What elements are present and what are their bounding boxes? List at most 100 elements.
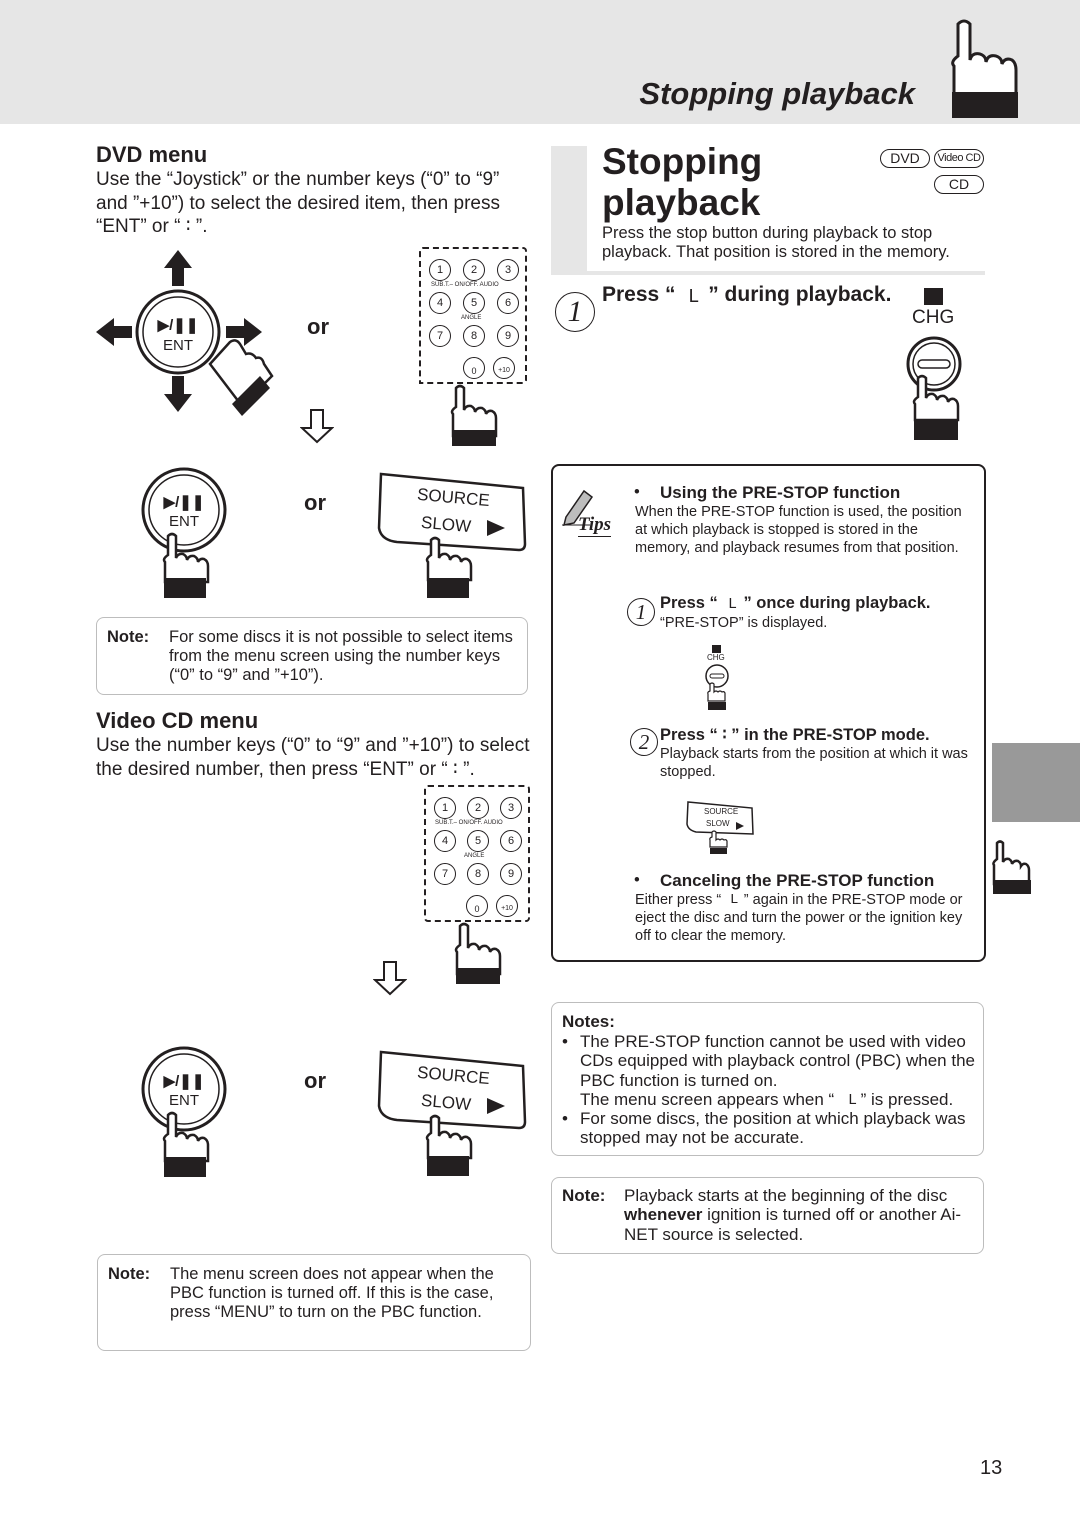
key-plus10[interactable]: +10: [496, 895, 518, 917]
number-keypad: 1 2 3 SUB.T.– ON/OFF. AUDIO 4 5 6 ANGLE …: [424, 785, 530, 922]
key-7[interactable]: 7: [434, 863, 456, 885]
cd-badge: CD: [934, 175, 984, 194]
key-4[interactable]: 4: [434, 830, 456, 852]
key-9[interactable]: 9: [500, 863, 522, 885]
notes-item: For some discs, the position at which pl…: [580, 1109, 966, 1148]
angle-label: ANGLE: [464, 853, 485, 859]
source-label: SOURCE: [704, 807, 739, 816]
svg-text:▶/❚❚: ▶/❚❚: [163, 1073, 205, 1090]
bullet: •: [634, 871, 640, 889]
stop-icon: [712, 645, 721, 653]
hand-press-icon: [992, 840, 1031, 894]
source-slow-button[interactable]: SOURCE SLOW: [377, 470, 527, 598]
key-5[interactable]: 5: [463, 292, 485, 314]
key-6[interactable]: 6: [500, 830, 522, 852]
tip-step2-heading: Press “ ∶ ” in the PRE-STOP mode.: [660, 726, 930, 744]
source-slow-shape: [686, 801, 754, 854]
key-4[interactable]: 4: [429, 292, 451, 314]
notes-item: The menu screen appears when “ ” is pres…: [580, 1090, 954, 1109]
angle-label: ANGLE: [461, 315, 482, 321]
step-number: 2: [630, 728, 658, 756]
number-keypad: 1 2 3 SUB.T.– ON/OFF. AUDIO 4 5 6 ANGLE …: [419, 247, 527, 384]
keypad-row1-label: SUB.T.– ON/OFF. AUDIO: [435, 820, 503, 826]
tip2-heading: Canceling the PRE-STOP function: [660, 871, 935, 890]
page-header: [0, 0, 1080, 124]
dvd-menu-heading: DVD menu: [96, 142, 208, 167]
bullet: •: [562, 1032, 568, 1051]
or-label: or: [304, 1068, 326, 1093]
note-label: Note:: [108, 1265, 151, 1283]
down-arrow-icon: [300, 409, 334, 444]
tip-step2-text: Playback starts from the position at whi…: [660, 746, 968, 780]
chg-label: CHG: [707, 653, 725, 662]
ent-button-icon: ▶/❚❚ ENT: [141, 1046, 227, 1177]
stop-icon: [924, 288, 943, 305]
dvd-badge: DVD: [880, 149, 930, 168]
step-number: 1: [555, 292, 595, 332]
key-9[interactable]: 9: [497, 325, 519, 347]
chg-label: CHG: [912, 307, 955, 328]
source-slow-button: SOURCE SLOW: [686, 800, 754, 854]
step-number: 1: [627, 598, 655, 626]
down-arrow-icon: [373, 961, 407, 996]
tip1-heading: Using the PRE-STOP function: [660, 483, 901, 502]
video-cd-menu-text: Use the number keys (“0” to “9” and ”+10…: [96, 735, 530, 780]
key-0[interactable]: 0: [463, 357, 485, 379]
key-7[interactable]: 7: [429, 325, 451, 347]
tip1-text: When the PRE-STOP function is used, the …: [635, 504, 962, 556]
slow-label: SLOW: [420, 1090, 472, 1115]
hand-press-icon: [450, 384, 498, 446]
dvd-menu-text: Use the “Joystick” or the number keys (“…: [96, 169, 500, 237]
note-box: Note: The menu screen does not appear wh…: [97, 1254, 531, 1351]
or-label: or: [307, 314, 329, 339]
notes-box: Notes: • The PRE-STOP function cannot be…: [551, 1002, 984, 1156]
hand-press-icon: [951, 19, 1018, 118]
note-text-part: ignition is turned off or another Ai-NET…: [624, 1205, 962, 1244]
note-text-part: Playback starts at the beginning of the …: [624, 1186, 948, 1205]
key-2[interactable]: 2: [463, 259, 485, 281]
bullet: •: [634, 483, 640, 501]
svg-text:ENT: ENT: [169, 1092, 199, 1109]
svg-text:▶/❚❚: ▶/❚❚: [157, 317, 199, 334]
title-bar-accent: [551, 146, 587, 274]
key-3[interactable]: 3: [497, 259, 519, 281]
note-box: Note: Playback starts at the beginning o…: [551, 1177, 984, 1254]
section-title-line1: Stopping: [602, 141, 763, 182]
intro-text: Press the stop button during playback to…: [602, 224, 950, 261]
video-cd-badge: Video CD: [934, 149, 984, 168]
key-1[interactable]: 1: [434, 797, 456, 819]
section-title-line2: playback: [602, 182, 761, 223]
key-8[interactable]: 8: [463, 325, 485, 347]
key-0[interactable]: 0: [466, 895, 488, 917]
note-box: Note: For some discs it is not possible …: [96, 617, 528, 695]
key-1[interactable]: 1: [429, 259, 451, 281]
pencil-icon: [562, 489, 594, 526]
tip-step1-text: “PRE-STOP” is displayed.: [660, 615, 828, 631]
hand-press-icon: [454, 922, 502, 984]
chg-button-icon: [705, 664, 729, 710]
note-label: Note:: [562, 1186, 606, 1205]
key-5[interactable]: 5: [467, 830, 489, 852]
title-underline: [551, 271, 985, 275]
notes-item: The PRE-STOP function cannot be used wit…: [580, 1032, 975, 1090]
key-3[interactable]: 3: [500, 797, 522, 819]
chg-button-icon[interactable]: [904, 336, 966, 444]
or-label: or: [304, 490, 326, 515]
key-plus10[interactable]: +10: [493, 357, 515, 379]
note-label: Note:: [107, 628, 150, 646]
tip-step1-heading: Press “ ” once during playback.: [660, 594, 931, 612]
key-8[interactable]: 8: [467, 863, 489, 885]
note-text-bold: whenever: [624, 1205, 703, 1225]
step1-text: Press “ ” during playback.: [602, 283, 892, 306]
side-tab: [992, 743, 1080, 822]
stop-glyph: L: [728, 596, 738, 613]
tips-label: Tips: [578, 514, 612, 537]
svg-text:▶/❚❚: ▶/❚❚: [163, 494, 205, 511]
key-6[interactable]: 6: [497, 292, 519, 314]
svg-text:ENT: ENT: [163, 337, 193, 354]
note-text: Playback starts at the beginning of the …: [624, 1186, 974, 1244]
key-2[interactable]: 2: [467, 797, 489, 819]
header-title: Stopping playback: [639, 76, 915, 111]
source-slow-button[interactable]: SOURCE SLOW: [377, 1048, 527, 1176]
keypad-row1-label: SUB.T.– ON/OFF. AUDIO: [431, 282, 499, 288]
